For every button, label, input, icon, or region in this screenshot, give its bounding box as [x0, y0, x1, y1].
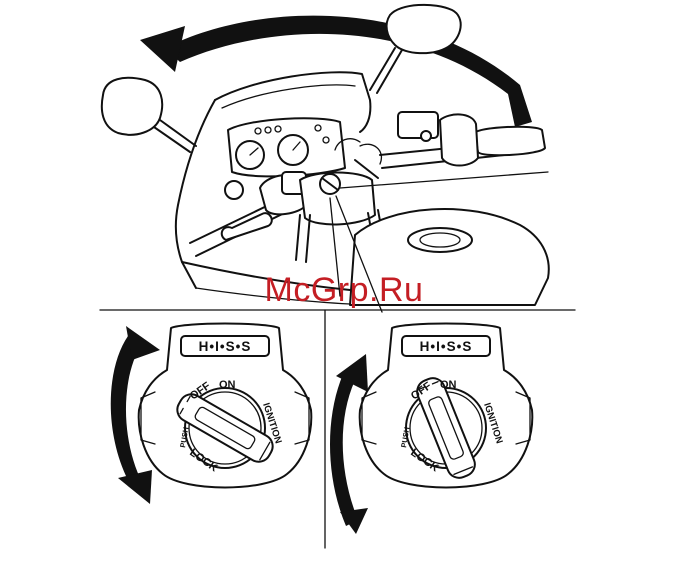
rotate-right-arrow-icon — [330, 354, 368, 534]
watermark: McGrp.Ru — [265, 271, 424, 309]
label-on: ON — [219, 379, 236, 391]
hiss-label: H•I•S•S — [420, 339, 473, 354]
ignition-switch-right: H•I•S•S OFF ON PUSH IGNITION LOCK — [360, 324, 533, 488]
left-mirror — [102, 78, 196, 152]
hiss-label: H•I•S•S — [199, 339, 252, 354]
label-on: ON — [440, 379, 457, 391]
motorcycle-cockpit-illustration — [102, 5, 549, 305]
ignition-switch-left: H•I•S•S OFF ON PUSH IGNITION LOCK — [139, 324, 312, 488]
left-handlebar — [190, 172, 306, 256]
